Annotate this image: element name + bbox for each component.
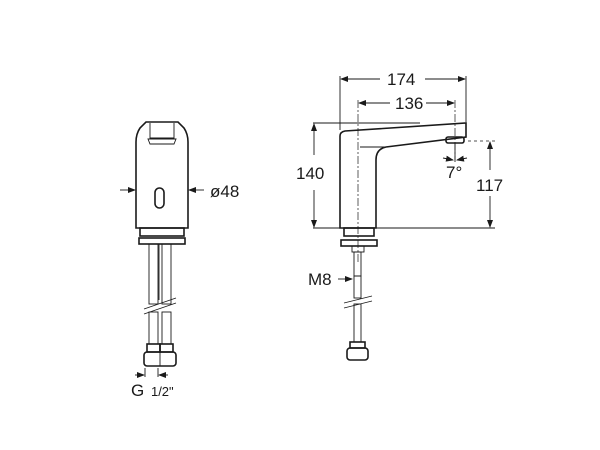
side-view: M8 174 136 140 117 7° (296, 70, 503, 361)
side-faucet-body (339, 122, 467, 229)
sensor-window-icon (154, 187, 165, 209)
thread-label: G 1/2" (131, 381, 174, 400)
spout-reach-label: 136 (395, 94, 423, 113)
front-supply-hoses (143, 243, 177, 367)
diameter-label: ø48 (210, 182, 239, 201)
side-mounting-plate (340, 239, 378, 247)
stud-label: M8 (308, 270, 332, 289)
front-mounting-plate (138, 237, 186, 245)
front-cap-detail (147, 123, 177, 145)
outlet-height-label: 117 (476, 176, 503, 195)
side-supply-hose (343, 251, 373, 361)
front-view: ø48 G 1/2" (120, 121, 239, 400)
front-faucet-body (135, 121, 189, 229)
spout-angle-label: 7° (446, 163, 462, 182)
overall-height-label: 140 (296, 164, 324, 183)
overall-length-label: 174 (387, 70, 415, 89)
